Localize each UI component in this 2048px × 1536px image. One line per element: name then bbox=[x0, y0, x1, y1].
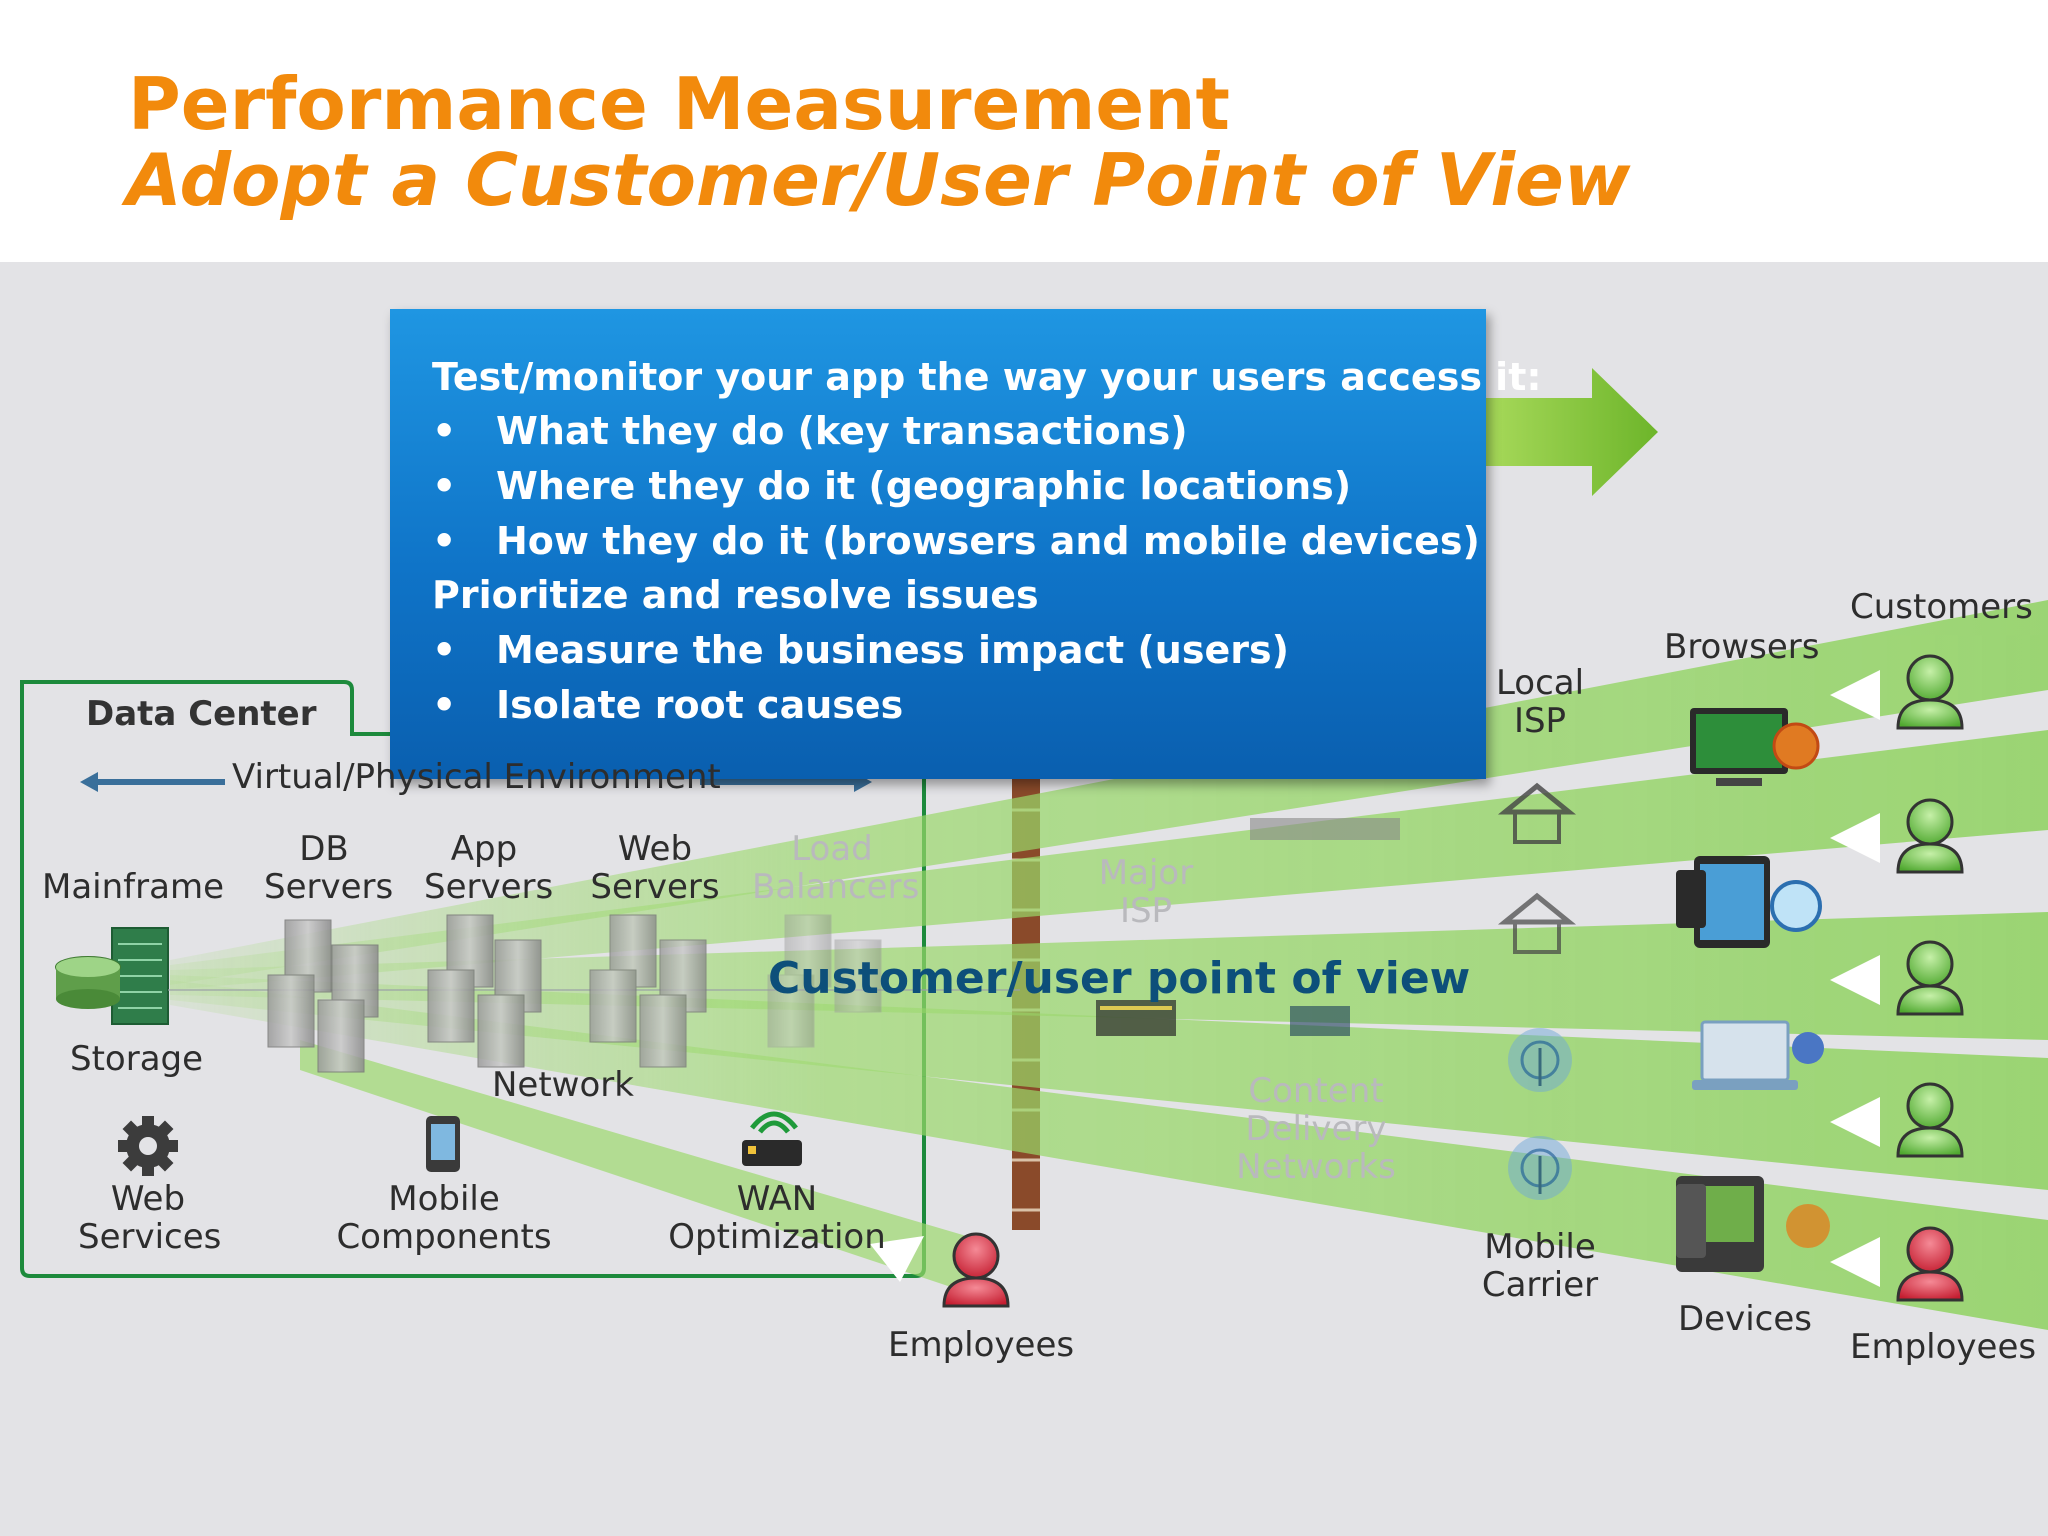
bullet-where: Where they do it (geographic locations) bbox=[496, 464, 1352, 508]
bullet-measure: Measure the business impact (users) bbox=[496, 628, 1289, 672]
mobile-components-label: Mobile Components bbox=[336, 1179, 552, 1257]
green-direction-arrow-icon bbox=[1486, 368, 1658, 496]
slide-title: Performance Measurement bbox=[128, 62, 1230, 146]
house-icon bbox=[1497, 782, 1577, 844]
callout-heading-test: Test/monitor your app the way your users… bbox=[432, 355, 1542, 399]
data-center-title: Data Center bbox=[86, 694, 317, 734]
server-rack-icon bbox=[111, 927, 169, 1025]
wan-optimization-label: WAN Optimization bbox=[668, 1179, 886, 1257]
storage-disk-icon bbox=[55, 956, 121, 1009]
app-servers-label: App Servers bbox=[424, 829, 554, 907]
mainframe-label: Mainframe bbox=[42, 867, 224, 907]
house-icon bbox=[1497, 892, 1577, 954]
devices-label: Devices bbox=[1678, 1299, 1812, 1339]
user-icon bbox=[1896, 798, 1964, 874]
laptop-icon bbox=[1692, 1020, 1824, 1090]
bullet-glyph: • bbox=[432, 683, 457, 727]
db-servers-label: DB Servers bbox=[264, 829, 394, 907]
browsers-label: Browsers bbox=[1664, 627, 1820, 667]
load-balancers-icon bbox=[767, 914, 882, 1048]
web-services-label: Web Services bbox=[78, 1179, 222, 1257]
wan-router-icon bbox=[742, 1111, 802, 1166]
user-icon bbox=[1896, 940, 1964, 1016]
bullet-glyph: • bbox=[432, 628, 457, 672]
content-delivery-label: Content Delivery Networks bbox=[1236, 1071, 1396, 1187]
phone-icon bbox=[426, 1116, 460, 1172]
slide-title-area: Performance Measurement Adopt a Customer… bbox=[0, 0, 2048, 262]
tablet-icon bbox=[1676, 856, 1822, 948]
mobile-carrier-label: Mobile Carrier bbox=[1481, 1227, 1599, 1305]
callout-box: Test/monitor your app the way your users… bbox=[390, 309, 1542, 779]
environment-arrow-icon bbox=[80, 772, 872, 792]
network-label: Network bbox=[492, 1065, 634, 1105]
storage-label: Storage bbox=[70, 1039, 204, 1079]
bullet-glyph: • bbox=[432, 409, 457, 453]
user-icon bbox=[1896, 1082, 1964, 1158]
web-servers-label: Web Servers bbox=[590, 829, 720, 907]
environment-label: Virtual/Physical Environment bbox=[232, 757, 721, 797]
major-isp-label: Major ISP bbox=[1098, 853, 1194, 931]
callout-heading-prioritize: Prioritize and resolve issues bbox=[432, 573, 1039, 617]
load-balancers-label: Load Balancers bbox=[752, 829, 920, 907]
monitor-icon bbox=[1690, 708, 1820, 786]
app-servers-icon bbox=[427, 914, 542, 1068]
gear-icon bbox=[118, 1116, 178, 1176]
mobile-device-icon bbox=[1676, 1176, 1830, 1272]
slide-subtitle: Adopt a Customer/User Point of View bbox=[126, 138, 1631, 222]
bullet-how: How they do it (browsers and mobile devi… bbox=[496, 519, 1480, 563]
web-servers-icon bbox=[589, 914, 707, 1068]
bullet-what: What they do (key transactions) bbox=[496, 409, 1188, 453]
bullet-isolate: Isolate root causes bbox=[496, 683, 904, 727]
bullet-glyph: • bbox=[432, 519, 457, 563]
db-servers-icon bbox=[267, 919, 379, 1073]
employees-left-label: Employees bbox=[888, 1325, 1075, 1365]
antenna-icon bbox=[1508, 1028, 1572, 1092]
employees-right-label: Employees bbox=[1850, 1327, 2037, 1367]
user-icon bbox=[1896, 1226, 1964, 1302]
isp-equipment-icon bbox=[1096, 1000, 1176, 1036]
bullet-glyph: • bbox=[432, 464, 457, 508]
user-icon bbox=[942, 1232, 1010, 1308]
antenna-icon bbox=[1508, 1136, 1572, 1200]
triangle-pointer-icon bbox=[870, 670, 1880, 1287]
cdn-icon bbox=[1250, 818, 1400, 1036]
local-isp-label: Local ISP bbox=[1495, 663, 1585, 741]
customers-label: Customers bbox=[1850, 587, 2033, 627]
user-icon bbox=[1896, 654, 1964, 730]
pov-label: Customer/user point of view bbox=[768, 953, 1471, 1004]
